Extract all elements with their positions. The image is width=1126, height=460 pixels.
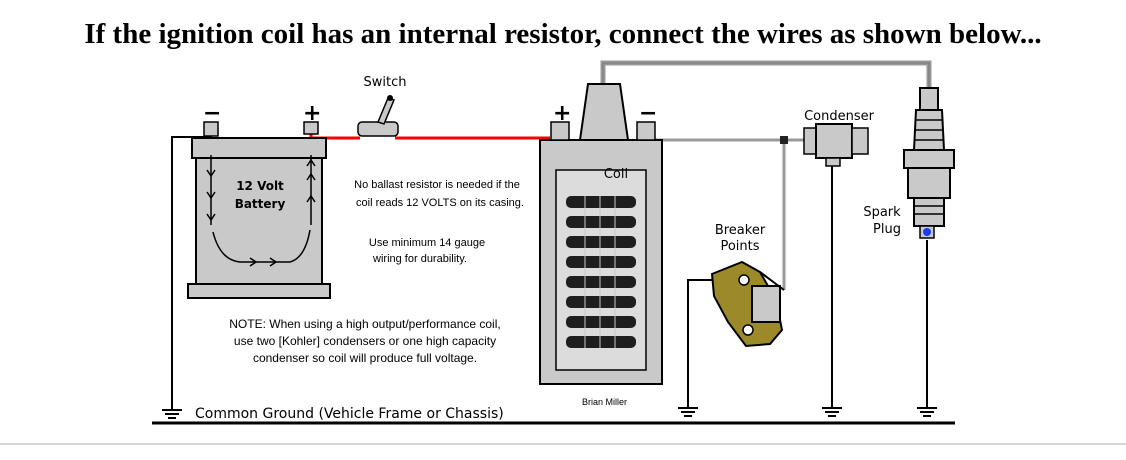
- author-credit: Brian Miller: [582, 397, 627, 407]
- battery-icon: [187, 121, 331, 299]
- breaker-points-icon: [710, 260, 785, 348]
- high-tension-lead-outline: [602, 62, 930, 90]
- gauge-note-line1: Use minimum 14 gauge: [369, 237, 485, 249]
- common-ground-label: Common Ground (Vehicle Frame or Chassis): [195, 406, 504, 422]
- ballast-note-line1: No ballast resistor is needed if the: [354, 179, 520, 191]
- coil-label: Coil: [604, 167, 628, 182]
- performance-note-line2: use two [Kohler] condensers or one high …: [234, 334, 496, 348]
- ignition-coil-icon: [539, 83, 663, 385]
- page-heading: If the ignition coil has an internal res…: [84, 18, 1042, 50]
- ground-symbol-spark-plug: [917, 407, 937, 417]
- coil-negative-label: −: [639, 101, 657, 126]
- toggle-switch-icon: [357, 95, 399, 137]
- gauge-note-line2: wiring for durability.: [372, 253, 467, 265]
- high-tension-lead: [600, 60, 932, 90]
- performance-note-line1: NOTE: When using a high output/performan…: [229, 317, 500, 331]
- ground-symbol-battery: [162, 409, 182, 419]
- battery-label-line2: Battery: [235, 197, 286, 211]
- ground-symbol-breaker: [678, 407, 698, 417]
- spark-plug-label-line1: Spark: [863, 205, 901, 220]
- spark-plug-icon: [903, 87, 955, 239]
- spark-plug-label-line2: Plug: [873, 222, 901, 237]
- breaker-ground-wire: [687, 279, 712, 408]
- divider-line: [0, 443, 1126, 445]
- battery-positive-label: +: [303, 101, 321, 126]
- coil-positive-label: +: [553, 101, 571, 126]
- performance-note-line3: condenser so coil will produce full volt…: [253, 351, 477, 365]
- condenser-label: Condenser: [804, 109, 875, 124]
- switch-label: Switch: [364, 75, 407, 90]
- ballast-note-line2: coil reads 12 VOLTS on its casing.: [356, 197, 524, 209]
- breaker-label-line1: Breaker: [715, 223, 766, 238]
- breaker-label-line2: Points: [720, 239, 759, 254]
- condenser-icon: [803, 123, 869, 167]
- wire-junction: [780, 136, 788, 144]
- battery-label-line1: 12 Volt: [236, 179, 284, 193]
- battery-negative-label: −: [203, 101, 221, 126]
- ground-symbol-condenser: [822, 407, 842, 417]
